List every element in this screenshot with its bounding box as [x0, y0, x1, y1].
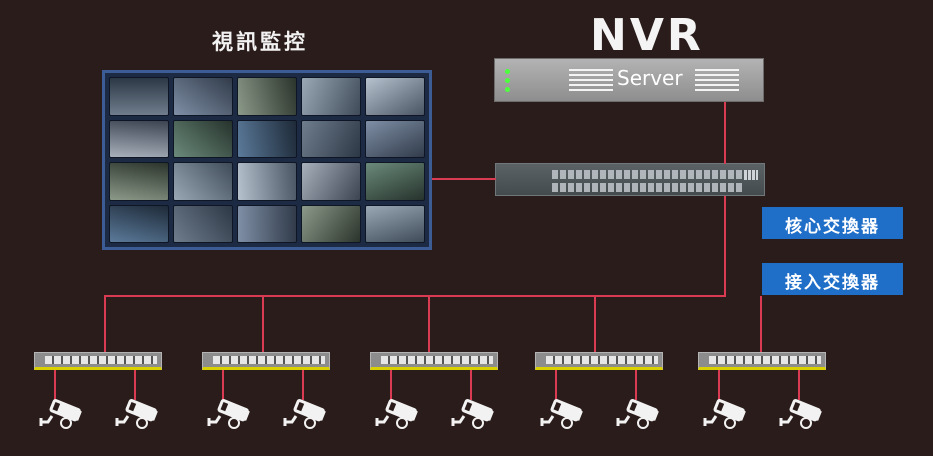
cctv-camera-icon [374, 396, 418, 430]
branch-line [760, 296, 762, 353]
branch-line [262, 296, 264, 353]
core-switch-icon [495, 163, 765, 196]
branch-line [594, 296, 596, 353]
monitor-screen [173, 119, 233, 158]
monitor-screen [109, 204, 169, 243]
monitor-screen [173, 77, 233, 116]
led-icon [505, 87, 510, 92]
cctv-camera-icon [206, 396, 250, 430]
monitor-screen [173, 204, 233, 243]
server-link-line [724, 102, 726, 164]
monitor-screen [301, 77, 361, 116]
camera-link-line [798, 370, 800, 400]
access-switch-icon [698, 352, 826, 370]
access-switch-icon [535, 352, 663, 370]
video-wall [102, 70, 432, 250]
camera-link-line [302, 370, 304, 400]
branch-line [428, 296, 430, 353]
monitor-screen [301, 119, 361, 158]
camera-link-line [134, 370, 136, 400]
monitor-screen [365, 162, 425, 201]
camera-link-line [390, 370, 392, 400]
monitor-screen [237, 77, 297, 116]
camera-link-line [54, 370, 56, 400]
camera-link-line [718, 370, 720, 400]
port-row [381, 356, 493, 364]
monitor-screen [237, 119, 297, 158]
wall-link-line [432, 178, 496, 180]
monitor-screen [301, 162, 361, 201]
monitor-screen [237, 162, 297, 201]
cctv-camera-icon [450, 396, 494, 430]
monitor-screen [237, 204, 297, 243]
distribution-bus-line [104, 295, 726, 297]
branch-line [104, 296, 106, 353]
port-row [546, 356, 658, 364]
cctv-camera-icon [282, 396, 326, 430]
led-icon [505, 78, 510, 83]
monitor-screen [365, 77, 425, 116]
access-switch-badge: 接入交換器 [762, 263, 903, 295]
cctv-camera-icon [114, 396, 158, 430]
server-icon: Server [494, 58, 764, 102]
monitor-screen [109, 119, 169, 158]
monitor-screen [365, 204, 425, 243]
port-grid-icon [744, 170, 758, 180]
monitor-screen [365, 119, 425, 158]
server-label: Server [617, 66, 683, 90]
monitor-screen [109, 77, 169, 116]
port-row [552, 170, 742, 179]
camera-link-line [555, 370, 557, 400]
monitor-screen [301, 204, 361, 243]
core-switch-badge: 核心交換器 [762, 207, 903, 239]
video-wall-title: 視訊監控 [212, 30, 308, 54]
camera-link-line [470, 370, 472, 400]
monitor-screen [173, 162, 233, 201]
port-row [45, 356, 157, 364]
camera-link-line [635, 370, 637, 400]
vent-icon [569, 69, 613, 91]
camera-link-line [222, 370, 224, 400]
cctv-camera-icon [38, 396, 82, 430]
cctv-camera-icon [702, 396, 746, 430]
cctv-camera-icon [615, 396, 659, 430]
monitor-screen [109, 162, 169, 201]
access-switch-icon [34, 352, 162, 370]
port-row [213, 356, 325, 364]
cctv-camera-icon [539, 396, 583, 430]
port-row [552, 183, 742, 192]
access-switch-icon [202, 352, 330, 370]
nvr-title: NVR [590, 10, 704, 61]
port-row [709, 356, 821, 364]
vent-icon [695, 69, 739, 91]
led-icon [505, 69, 510, 74]
trunk-line [724, 196, 726, 297]
access-switch-icon [370, 352, 498, 370]
cctv-camera-icon [778, 396, 822, 430]
